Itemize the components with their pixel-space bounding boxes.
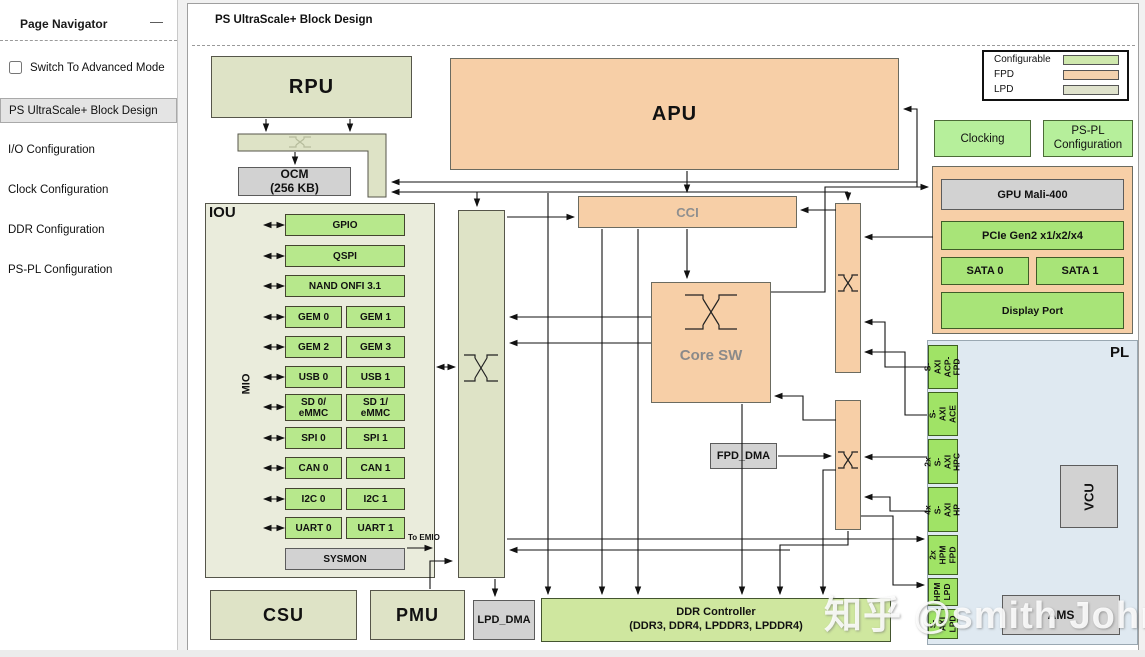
lpd-switch-block[interactable] [458, 210, 505, 578]
apu-block[interactable]: APU [450, 58, 899, 170]
to-emio-label: To EMIO [408, 533, 440, 542]
pcie-block[interactable]: PCIe Gen2 x1/x2/x4 [941, 221, 1124, 250]
pl-tab-saxi-ace[interactable]: S-AXI ACE [927, 392, 958, 436]
usb0-block[interactable]: USB 0 [285, 366, 342, 388]
sysmon-block[interactable]: SYSMON [285, 548, 405, 570]
pl-tab-saxi-hp[interactable]: 4x S-AXI HP [922, 487, 962, 532]
sidebar-divider [0, 40, 177, 41]
iou-label: IOU [209, 204, 236, 221]
pl-tab-label: HPM LPD [932, 582, 952, 602]
legend-swatch-configurable [1063, 55, 1119, 65]
mio-label: MIO [240, 373, 253, 395]
advanced-mode-label: Switch To Advanced Mode [30, 62, 165, 74]
gem1-block[interactable]: GEM 1 [346, 306, 405, 328]
pmu-block[interactable]: PMU [370, 590, 465, 640]
page-title: PS UltraScale+ Block Design [215, 14, 373, 26]
gpu-block[interactable]: GPU Mali-400 [941, 179, 1124, 210]
fpd-switch-upper-block[interactable] [835, 203, 861, 373]
pl-tab-label: 2x S-AXI HPC [922, 452, 962, 471]
qspi-block[interactable]: QSPI [285, 245, 405, 267]
pl-tab-label: 2x HPM FPD [927, 545, 957, 565]
bottom-strip [0, 650, 1145, 657]
spi1-block[interactable]: SPI 1 [346, 427, 405, 449]
gem0-block[interactable]: GEM 0 [285, 306, 342, 328]
cci-block[interactable]: CCI [578, 196, 797, 228]
ddr-line1: DDR Controller [676, 606, 756, 619]
sata0-block[interactable]: SATA 0 [941, 257, 1029, 285]
gem3-block[interactable]: GEM 3 [346, 336, 405, 358]
legend-box: Configurable FPD LPD [982, 50, 1129, 101]
can0-block[interactable]: CAN 0 [285, 457, 342, 479]
sata1-block[interactable]: SATA 1 [1036, 257, 1124, 285]
vcu-block[interactable]: VCU [1060, 465, 1118, 528]
pl-tab-hpm-fpd[interactable]: 2x HPM FPD [927, 535, 958, 575]
legend-row-lpd: LPD [984, 82, 1127, 97]
sidebar-item-block-design[interactable]: PS UltraScale+ Block Design [0, 98, 177, 123]
sd0-block[interactable]: SD 0/ eMMC [285, 394, 342, 421]
legend-swatch-fpd [1063, 70, 1119, 80]
sidebar-title: Page Navigator [20, 17, 108, 31]
pl-tab-label: S-AXI ACP-FPD [922, 356, 962, 378]
pl-tab-label: S-AXI LPD [927, 615, 957, 633]
lpd-dma-block[interactable]: LPD_DMA [473, 600, 535, 640]
ddr-line2: (DDR3, DDR4, LPDDR3, LPDDR4) [629, 620, 803, 632]
title-divider [192, 45, 1135, 46]
sidebar-item-pspl-configuration[interactable]: PS-PL Configuration [8, 264, 113, 276]
uart0-block[interactable]: UART 0 [285, 517, 342, 539]
legend-label: FPD [994, 69, 1014, 80]
spi0-block[interactable]: SPI 0 [285, 427, 342, 449]
fpd-dma-block[interactable]: FPD_DMA [710, 443, 777, 469]
pl-tab-hpm-lpd[interactable]: HPM LPD [928, 578, 958, 606]
ocm-block[interactable]: OCM (256 KB) [238, 167, 351, 196]
legend-swatch-lpd [1063, 85, 1119, 95]
collapse-icon[interactable]: — [150, 14, 163, 29]
gem2-block[interactable]: GEM 2 [285, 336, 342, 358]
i2c0-block[interactable]: I2C 0 [285, 488, 342, 510]
usb1-block[interactable]: USB 1 [346, 366, 405, 388]
i2c1-block[interactable]: I2C 1 [346, 488, 405, 510]
pspl-configuration-button[interactable]: PS-PL Configuration [1043, 120, 1133, 157]
legend-label: LPD [994, 84, 1014, 95]
pl-label: PL [1110, 344, 1130, 361]
pl-tab-label: S-AXI ACE [927, 405, 957, 423]
rpu-block[interactable]: RPU [211, 56, 412, 118]
legend-label: Configurable [994, 54, 1051, 65]
sidebar-item-clock-configuration[interactable]: Clock Configuration [8, 184, 109, 196]
sidebar-item-ddr-configuration[interactable]: DDR Configuration [8, 224, 105, 236]
clocking-button[interactable]: Clocking [934, 120, 1031, 157]
pl-tab-label: 4x S-AXI HP [922, 502, 962, 517]
pl-tab-saxi-acp-fpd[interactable]: S-AXI ACP-FPD [922, 345, 962, 389]
nand-block[interactable]: NAND ONFI 3.1 [285, 275, 405, 297]
uart1-block[interactable]: UART 1 [346, 517, 405, 539]
ams-block[interactable]: AMS [1002, 595, 1120, 635]
can1-block[interactable]: CAN 1 [346, 457, 405, 479]
page-navigator-sidebar: Page Navigator — Switch To Advanced Mode… [0, 0, 178, 650]
pl-tab-saxi-lpd[interactable]: S-AXI LPD [927, 609, 958, 639]
sidebar-item-io-configuration[interactable]: I/O Configuration [8, 144, 95, 156]
display-port-block[interactable]: Display Port [941, 292, 1124, 329]
core-switch-block[interactable]: Core SW [651, 282, 771, 403]
sd1-block[interactable]: SD 1/ eMMC [346, 394, 405, 421]
pl-tab-saxi-hpc[interactable]: 2x S-AXI HPC [922, 439, 962, 484]
gpio-block[interactable]: GPIO [285, 214, 405, 236]
fpd-switch-lower-block[interactable] [835, 400, 861, 530]
legend-row-configurable: Configurable [984, 52, 1127, 67]
csu-block[interactable]: CSU [210, 590, 357, 640]
legend-row-fpd: FPD [984, 67, 1127, 82]
ddr-controller-block[interactable]: DDR Controller (DDR3, DDR4, LPDDR3, LPDD… [541, 598, 891, 642]
vcu-label: VCU [1081, 482, 1097, 511]
advanced-mode-checkbox[interactable] [9, 61, 22, 74]
